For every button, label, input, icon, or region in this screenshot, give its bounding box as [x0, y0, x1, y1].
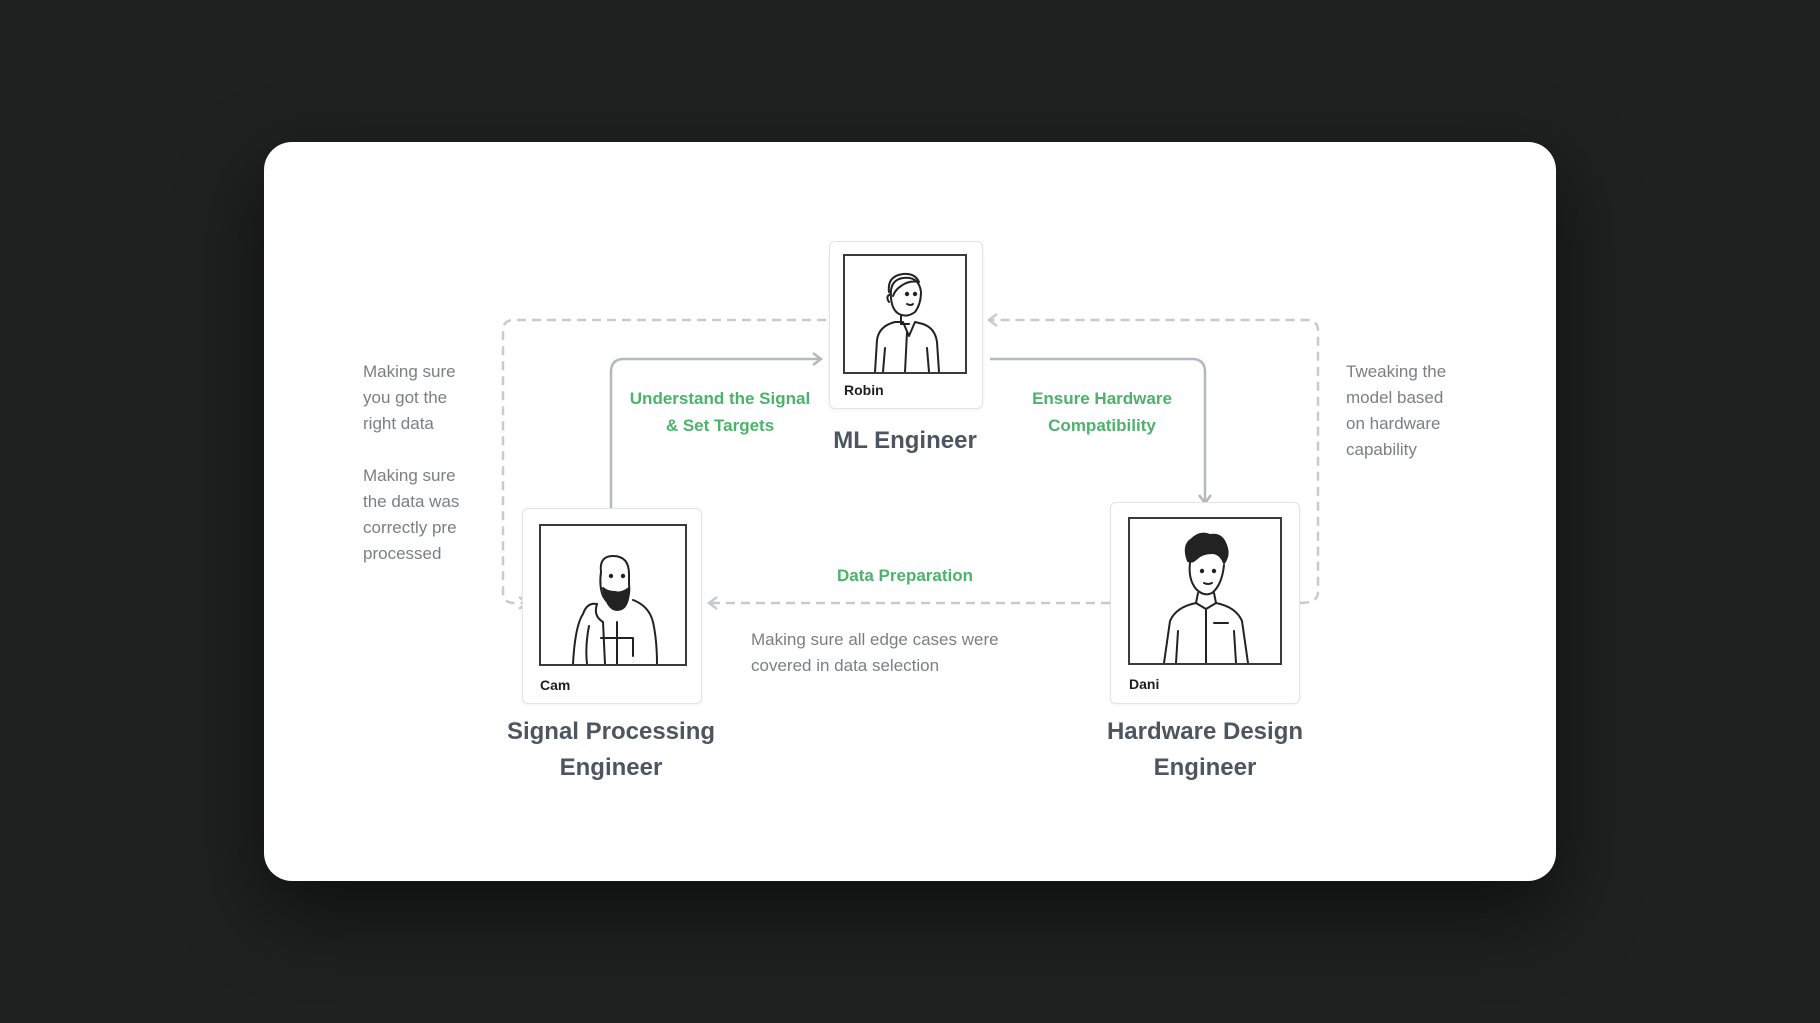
hardware-design-card: Dani	[1110, 502, 1300, 704]
note-bottom-line1: Making sure all edge cases were	[751, 630, 999, 649]
hardware-design-title-line2: Engineer	[1153, 754, 1257, 781]
ml-engineer-title: ML Engineer	[833, 427, 977, 454]
cam-portrait	[539, 524, 687, 666]
robin-name: Robin	[844, 382, 884, 398]
note-left-b-line3: correctly pre	[363, 518, 457, 537]
note-right-tweaking: Tweaking the model based on hardware cap…	[1346, 359, 1486, 463]
note-left-a-line2: you got the	[363, 388, 448, 407]
hardware-design-title: Hardware Design Engineer	[1070, 714, 1340, 786]
note-left-b-line2: the data was	[363, 492, 460, 511]
note-left-data-check: Making sure you got the right data	[363, 359, 493, 437]
dani-illustration	[1163, 532, 1249, 663]
label-ml-to-hardware-line1: Ensure Hardware	[1032, 389, 1172, 408]
signal-processing-title-line1: Signal Processing	[506, 718, 716, 745]
note-right-line2: model based	[1346, 388, 1444, 407]
note-right-line4: capability	[1346, 440, 1417, 459]
note-left-a-line3: right data	[363, 414, 434, 433]
label-data-preparation: Data Preparation	[836, 566, 974, 585]
ml-engineer-card: Robin	[829, 241, 983, 409]
note-right-line1: Tweaking the	[1346, 362, 1447, 381]
signal-processing-card: Cam	[522, 508, 702, 704]
robin-illustration	[874, 272, 940, 372]
note-left-a-line1: Making sure	[363, 362, 456, 381]
dani-name: Dani	[1129, 676, 1160, 692]
note-right-line3: on hardware	[1346, 414, 1441, 433]
robin-portrait	[843, 254, 967, 374]
label-signal-to-ml-line1: Understand the Signal	[629, 389, 811, 408]
signal-processing-title-line2: Engineer	[559, 754, 663, 781]
note-left-preprocess: Making sure the data was correctly pre p…	[363, 463, 493, 567]
label-signal-to-ml-line2: & Set Targets	[665, 416, 775, 435]
note-bottom-edge-cases: Making sure all edge cases were covered …	[751, 627, 1071, 679]
hardware-design-title-line1: Hardware Design	[1106, 718, 1304, 745]
note-bottom-line2: covered in data selection	[751, 656, 940, 675]
signal-processing-title: Signal Processing Engineer	[480, 714, 742, 786]
label-ml-to-hardware-line2: Compatibility	[1048, 416, 1156, 435]
label-ml-to-hardware: Ensure Hardware Compatibility	[1002, 385, 1202, 439]
label-signal-to-ml: Understand the Signal & Set Targets	[610, 385, 830, 439]
note-left-b-line1: Making sure	[363, 466, 456, 485]
note-left-b-line4: processed	[363, 544, 442, 563]
cam-name: Cam	[540, 677, 571, 693]
cam-illustration	[572, 555, 658, 664]
dani-portrait	[1128, 517, 1282, 665]
